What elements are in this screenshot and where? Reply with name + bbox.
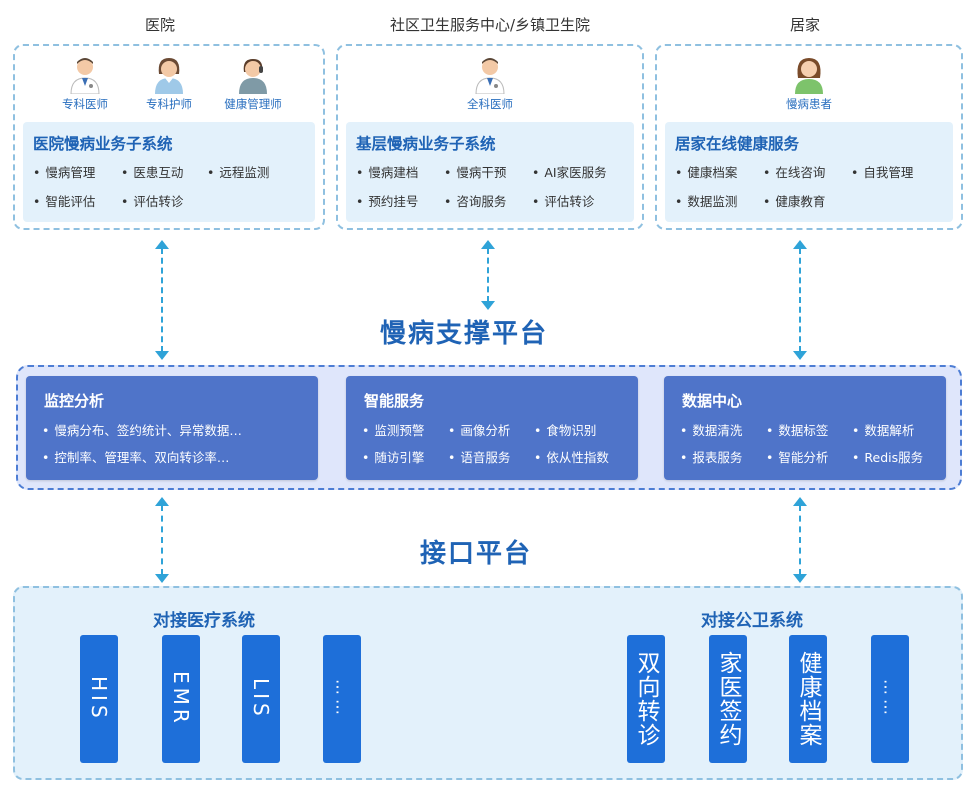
system-label: 健康档案 [795, 651, 821, 747]
system-his: HIS [80, 635, 118, 763]
system-lis: LIS [242, 635, 280, 763]
subsystem-items: 慢病建档 慢病干预 AI家医服务 预约挂号 咨询服务 评估转诊 [356, 162, 628, 210]
box-intelligent-services: 智能服务 监测预警 画像分析 食物识别 随访引擎 语音服务 依从性指数 [346, 376, 638, 480]
list-item: 健康档案 [675, 162, 751, 181]
system-emr: EMR [162, 635, 200, 763]
box-items: 监测预警 画像分析 食物识别 随访引擎 语音服务 依从性指数 [362, 420, 632, 466]
community-roles: 全科医师 [338, 54, 642, 112]
box-title: 智能服务 [364, 392, 425, 410]
list-item: 画像分析 [448, 420, 524, 439]
system-label: 双向转诊 [633, 651, 659, 747]
list-item: 食物识别 [534, 420, 596, 439]
subsystem-hospital: 医院慢病业务子系统 慢病管理 医患互动 远程监测 智能评估 评估转诊 [23, 122, 315, 222]
bidirectional-arrow-icon [793, 497, 807, 583]
box-title: 数据中心 [682, 392, 743, 410]
list-item: 智能分析 [766, 447, 842, 466]
list-item: Redis服务 [852, 447, 923, 466]
list-item: 健康教育 [763, 191, 825, 210]
nurse-icon [149, 54, 189, 94]
bidirectional-arrow-icon [481, 240, 495, 310]
role-health-manager: 健康管理师 [218, 54, 288, 112]
role-label: 健康管理师 [224, 97, 282, 111]
list-item: 评估转诊 [532, 191, 594, 210]
bidirectional-arrow-icon [793, 240, 807, 360]
list-item: 数据监测 [675, 191, 751, 210]
system-family-doctor-signing: 家医签约 [709, 635, 747, 763]
header-community: 社区卫生服务中心/乡镇卫生院 [389, 16, 591, 34]
list-item: 智能评估 [33, 191, 109, 210]
list-item: 在线咨询 [763, 162, 839, 181]
header-hospital: 医院 [144, 16, 175, 34]
role-label: 慢病患者 [786, 97, 832, 111]
list-item: 随访引擎 [362, 447, 438, 466]
subsystem-title: 医院慢病业务子系统 [33, 135, 173, 153]
list-item: 自我管理 [851, 162, 913, 181]
system-label: EMR [169, 671, 193, 727]
system-health-records: 健康档案 [789, 635, 827, 763]
list-item: 数据标签 [766, 420, 842, 439]
list-item: 依从性指数 [534, 447, 609, 466]
list-item: 远程监测 [207, 162, 269, 181]
list-item: 预约挂号 [356, 191, 432, 210]
list-item: 慢病分布、签约统计、异常数据… [42, 420, 302, 439]
list-item: AI家医服务 [532, 162, 606, 181]
list-item: 慢病干预 [444, 162, 520, 181]
system-label: HIS [87, 676, 111, 722]
support-platform: 监控分析 慢病分布、签约统计、异常数据… 控制率、管理率、双向转诊率… 智能服务… [16, 365, 962, 490]
medical-systems-title: 对接医疗系统 [153, 611, 255, 631]
public-health-systems-title: 对接公卫系统 [701, 611, 803, 631]
panel-community: 全科医师 基层慢病业务子系统 慢病建档 慢病干预 AI家医服务 预约挂号 咨询服… [336, 44, 644, 230]
list-item: 报表服务 [680, 447, 756, 466]
doctor-icon [470, 54, 510, 95]
system-label: …… [332, 679, 352, 719]
role-specialist-doctor: 专科医师 [50, 54, 120, 112]
home-roles: 慢病患者 [657, 54, 961, 112]
header-home: 居家 [789, 16, 820, 34]
subsystem-title: 居家在线健康服务 [675, 135, 800, 153]
panel-home: 慢病患者 居家在线健康服务 健康档案 在线咨询 自我管理 数据监测 健康教育 [655, 44, 963, 230]
interface-platform-title: 接口平台 [420, 539, 533, 569]
list-item: 控制率、管理率、双向转诊率… [42, 447, 302, 466]
list-item: 慢病管理 [33, 162, 109, 181]
subsystem-community: 基层慢病业务子系统 慢病建档 慢病干预 AI家医服务 预约挂号 咨询服务 评估转… [346, 122, 634, 222]
health-manager-icon [233, 54, 273, 94]
system-label: …… [880, 679, 900, 719]
subsystem-items: 健康档案 在线咨询 自我管理 数据监测 健康教育 [675, 162, 947, 210]
list-item: 慢病建档 [356, 162, 432, 181]
role-general-practitioner: 全科医师 [455, 54, 525, 112]
box-monitoring-analysis: 监控分析 慢病分布、签约统计、异常数据… 控制率、管理率、双向转诊率… [26, 376, 318, 480]
box-items: 数据清洗 数据标签 数据解析 报表服务 智能分析 Redis服务 [680, 420, 940, 466]
box-items: 慢病分布、签约统计、异常数据… 控制率、管理率、双向转诊率… [42, 420, 312, 466]
list-item: 监测预警 [362, 420, 438, 439]
subsystem-title: 基层慢病业务子系统 [356, 135, 496, 153]
list-item: 数据解析 [852, 420, 914, 439]
list-item: 医患互动 [121, 162, 195, 181]
list-item: 语音服务 [448, 447, 524, 466]
role-label: 专科护师 [146, 97, 192, 111]
system-label: 家医签约 [715, 651, 741, 747]
system-label: LIS [249, 678, 273, 720]
subsystem-items: 慢病管理 医患互动 远程监测 智能评估 评估转诊 [33, 162, 309, 210]
interface-platform: 对接医疗系统 HIS EMR LIS …… 对接公卫系统 双向转诊 家医签约 健… [13, 586, 963, 780]
doctor-icon [65, 54, 105, 95]
list-item: 咨询服务 [444, 191, 520, 210]
box-title: 监控分析 [44, 392, 105, 410]
list-item: 评估转诊 [121, 191, 183, 210]
bidirectional-arrow-icon [155, 240, 169, 360]
support-platform-title: 慢病支撑平台 [380, 319, 549, 349]
bidirectional-arrow-icon [155, 497, 169, 583]
panel-hospital: 专科医师 专科护师 健康管理师 [13, 44, 325, 230]
system-more-medical: …… [323, 635, 361, 763]
hospital-roles: 专科医师 专科护师 健康管理师 [15, 54, 323, 112]
system-two-way-referral: 双向转诊 [627, 635, 665, 763]
list-item: 数据清洗 [680, 420, 756, 439]
role-specialist-nurse: 专科护师 [134, 54, 204, 112]
subsystem-home: 居家在线健康服务 健康档案 在线咨询 自我管理 数据监测 健康教育 [665, 122, 953, 222]
patient-icon [789, 54, 829, 94]
role-label: 全科医师 [467, 97, 513, 111]
box-data-center: 数据中心 数据清洗 数据标签 数据解析 报表服务 智能分析 Redis服务 [664, 376, 946, 480]
role-patient: 慢病患者 [774, 54, 844, 112]
system-more-public-health: …… [871, 635, 909, 763]
role-label: 专科医师 [62, 97, 108, 111]
